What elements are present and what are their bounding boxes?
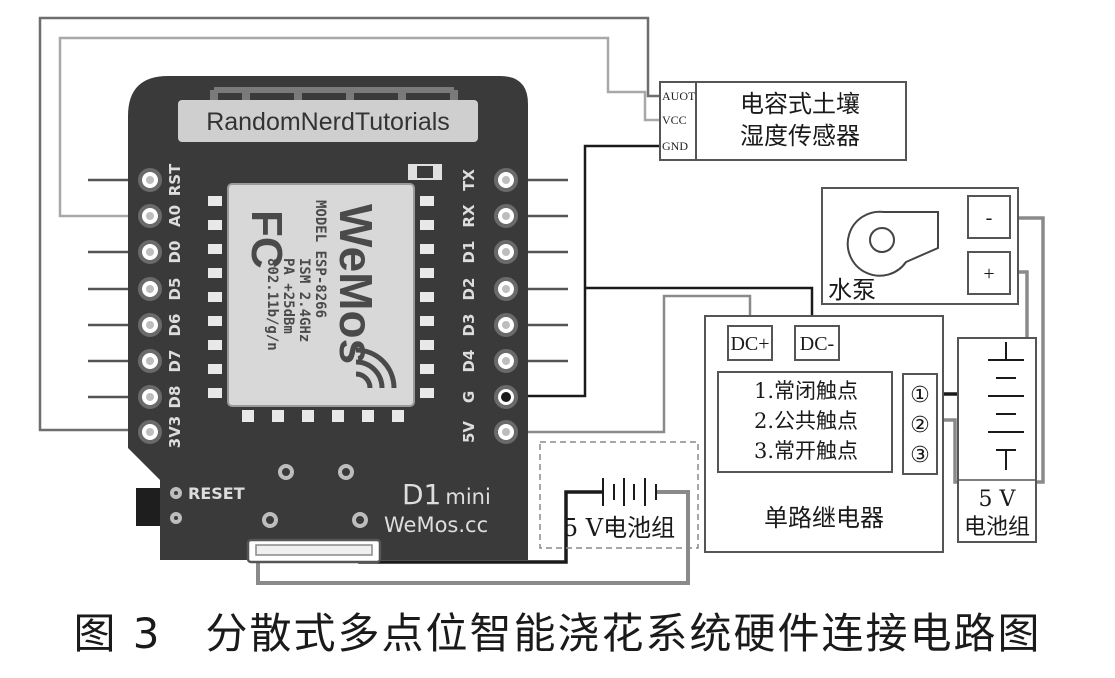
- pin-label-d5: D5: [166, 278, 184, 301]
- board-site: WeMos.cc: [384, 513, 488, 537]
- sensor-label-2: 湿度传感器: [740, 122, 860, 150]
- relay-contact-2: 2.公共触点: [754, 409, 858, 433]
- relay-terminal-1: ①: [910, 383, 930, 408]
- pin-label-d4: D4: [460, 350, 478, 373]
- pin-label-d6: D6: [166, 314, 184, 337]
- relay-terminal-2: ②: [910, 413, 930, 438]
- pin-label-a0: A0: [166, 205, 184, 227]
- battery-right: 5 V 电池组: [957, 337, 1037, 543]
- wire-rst-auot: [38, 16, 660, 432]
- module-ism: ISM 2.4GHz: [296, 258, 312, 342]
- pump-label: 水泵: [828, 276, 876, 304]
- pin-label-d8: D8: [166, 386, 184, 409]
- relay-label: 单路继电器: [764, 504, 884, 532]
- relay-contact-1: 1.常闭触点: [754, 379, 858, 403]
- module-pads: [208, 196, 434, 422]
- wire-gnd: [508, 144, 660, 398]
- wifi-icon: [355, 347, 397, 389]
- sensor-pin-vcc: VCC: [662, 113, 687, 127]
- battery-right-label-2: 电池组: [964, 515, 1030, 540]
- wemos-d1-mini-board: RandomNerdTutorials FC MODEL ESP-8266 IS…: [128, 76, 528, 564]
- sensor-label-1: 电容式土壤: [740, 90, 860, 118]
- pin-label-d3: D3: [460, 314, 478, 337]
- pin-label-d1: D1: [460, 241, 478, 264]
- module-model: MODEL ESP-8266: [312, 200, 328, 318]
- battery-left-label: 5 V电池组: [563, 514, 675, 542]
- pump-plus: +: [983, 263, 994, 285]
- reset-label: RESET: [188, 484, 245, 503]
- pin-label-5v: 5V: [460, 421, 478, 443]
- pin-label-d0: D0: [166, 241, 184, 264]
- pin-label-3v3: 3V3: [166, 416, 184, 448]
- wire-dc-plus: [508, 294, 752, 434]
- reset-button: [136, 488, 160, 526]
- wire-a0-vcc: [58, 36, 660, 218]
- water-pump: 水泵 - +: [821, 187, 1019, 305]
- right-pin-holes: [494, 168, 518, 444]
- battery-right-label-1: 5 V: [979, 487, 1017, 512]
- wire-battery-left-pos: [256, 490, 690, 585]
- pin-label-d2: D2: [460, 278, 478, 301]
- battery-left-icon: [602, 478, 657, 506]
- sensor-pin-auot: AUOT: [662, 89, 696, 103]
- wemos-logo: WeMos: [330, 204, 382, 364]
- relay-module: DC+ DC- 1.常闭触点 2.公共触点 3.常开触点 ① ② ③ 单路继电器: [704, 315, 944, 553]
- pin-label-d7: D7: [166, 350, 184, 373]
- figure-caption: 图 3 分散式多点位智能浇花系统硬件连接电路图: [73, 609, 1042, 658]
- relay-contact-3: 3.常开触点: [754, 439, 858, 463]
- relay-dc-plus: DC+: [730, 333, 769, 355]
- wire-dc-minus: [585, 286, 814, 326]
- module-pa: PA +25dBm: [280, 258, 296, 334]
- battery-left: 5 V电池组: [539, 441, 699, 549]
- pin-label-g: G: [460, 391, 478, 403]
- banner-bg: [178, 100, 478, 142]
- circuit-diagram: RandomNerdTutorials FC MODEL ESP-8266 IS…: [38, 16, 1045, 585]
- relay-dc-minus: DC-: [800, 333, 834, 355]
- relay-terminal-3: ③: [910, 443, 930, 468]
- pin-label-tx: TX: [460, 169, 478, 191]
- pin-label-rst: RST: [166, 163, 184, 196]
- pump-icon: [846, 210, 939, 277]
- battery-right-icon: [988, 342, 1024, 470]
- banner-text: RandomNerdTutorials: [206, 108, 450, 136]
- soil-moisture-sensor: AUOT VCC GND 电容式土壤 湿度传感器: [659, 81, 907, 161]
- pin-label-rx: RX: [460, 204, 478, 228]
- module-wifi: 802.11b/g/n: [264, 258, 280, 351]
- fcc-logo: FC: [242, 210, 291, 269]
- pump-minus: -: [986, 207, 993, 229]
- sensor-pin-gnd: GND: [662, 139, 688, 153]
